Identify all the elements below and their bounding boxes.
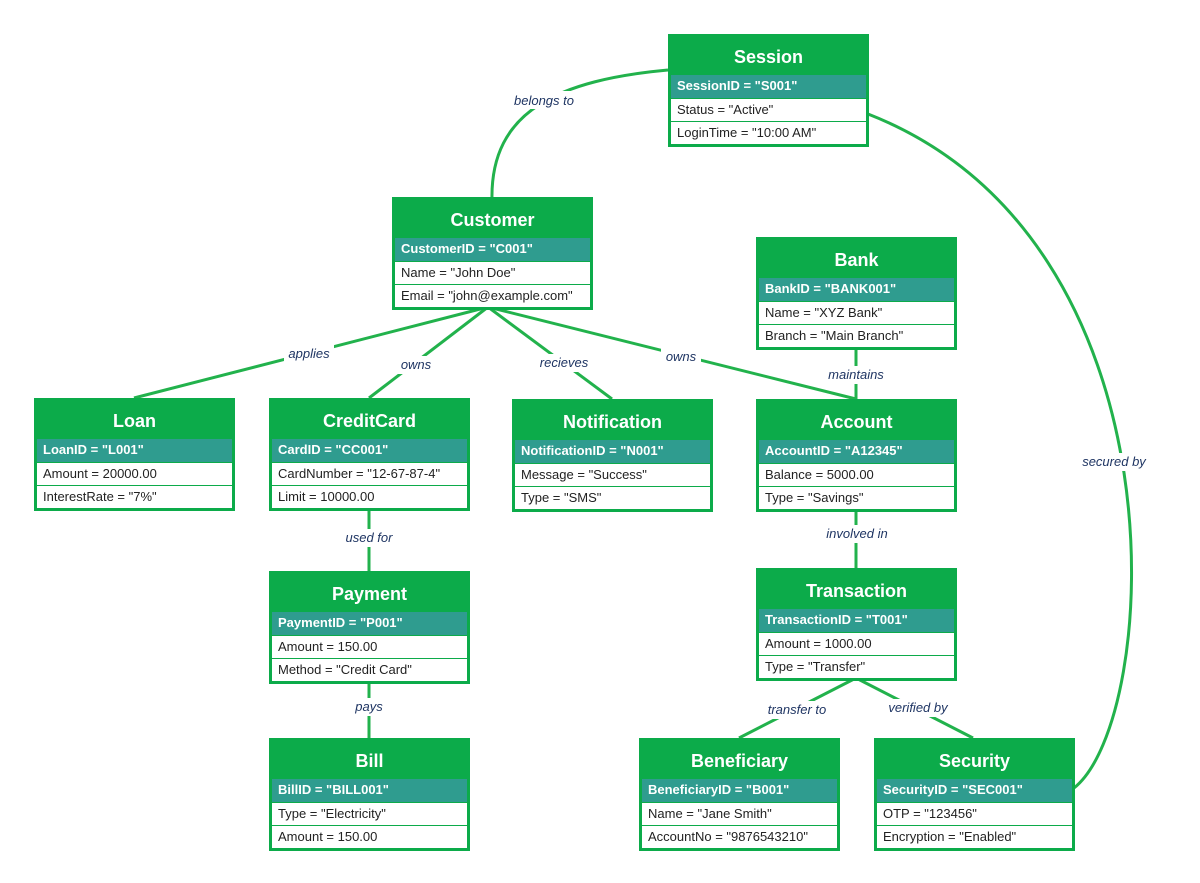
entity-title: Bank: [759, 240, 954, 278]
entity-loan[interactable]: Loan LoanID = "L001" Amount = 20000.00 I…: [34, 398, 235, 511]
attribute-row: Amount = 1000.00: [759, 632, 954, 655]
entity-payment[interactable]: Payment PaymentID = "P001" Amount = 150.…: [269, 571, 470, 684]
svg-text:belongs to: belongs to: [514, 93, 574, 108]
attribute-row: LoginTime = "10:00 AM": [671, 121, 866, 144]
entity-title: Transaction: [759, 571, 954, 609]
edge-label-maintains: maintains: [821, 366, 891, 384]
edge-label-transfer-to: transfer to: [758, 701, 836, 719]
attribute-row: Encryption = "Enabled": [877, 825, 1072, 848]
entity-transaction[interactable]: Transaction TransactionID = "T001" Amoun…: [756, 568, 957, 681]
attribute-row: Method = "Credit Card": [272, 658, 467, 681]
edge-label-secured-by: secured by: [1076, 453, 1152, 471]
edge-label-recieves: recieves: [532, 354, 596, 372]
attribute-row: Type = "Electricity": [272, 802, 467, 825]
entity-beneficiary[interactable]: Beneficiary BeneficiaryID = "B001" Name …: [639, 738, 840, 851]
edge-label-owns-card: owns: [396, 356, 436, 374]
svg-text:maintains: maintains: [828, 367, 884, 382]
attribute-row: Branch = "Main Branch": [759, 324, 954, 347]
attribute-row: AccountNo = "9876543210": [642, 825, 837, 848]
primary-key-row: AccountID = "A12345": [759, 440, 954, 463]
svg-text:owns: owns: [666, 349, 697, 364]
svg-text:owns: owns: [401, 357, 432, 372]
entity-title: Session: [671, 37, 866, 75]
attribute-row: Name = "XYZ Bank": [759, 301, 954, 324]
attribute-row: InterestRate = "7%": [37, 485, 232, 508]
entity-title: Payment: [272, 574, 467, 612]
entity-title: Account: [759, 402, 954, 440]
edge-label-used-for: used for: [340, 529, 398, 547]
primary-key-row: BeneficiaryID = "B001": [642, 779, 837, 802]
attribute-row: Status = "Active": [671, 98, 866, 121]
edge-label-involved-in: involved in: [818, 525, 896, 543]
entity-title: Customer: [395, 200, 590, 238]
edge-label-pays: pays: [350, 698, 388, 716]
attribute-row: Limit = 10000.00: [272, 485, 467, 508]
entity-session[interactable]: Session SessionID = "S001" Status = "Act…: [668, 34, 869, 147]
primary-key-row: BankID = "BANK001": [759, 278, 954, 301]
edge-session-customer: [490, 68, 669, 201]
attribute-row: OTP = "123456": [877, 802, 1072, 825]
attribute-row: Type = "Savings": [759, 486, 954, 509]
entity-title: Beneficiary: [642, 741, 837, 779]
svg-text:used for: used for: [346, 530, 394, 545]
attribute-row: Name = "Jane Smith": [642, 802, 837, 825]
edge-label-owns-account: owns: [661, 348, 701, 366]
primary-key-row: SecurityID = "SEC001": [877, 779, 1072, 802]
entity-customer[interactable]: Customer CustomerID = "C001" Name = "Joh…: [392, 197, 593, 310]
attribute-row: Amount = 150.00: [272, 825, 467, 848]
edge-label-applies: applies: [284, 345, 334, 363]
edge-label-verified-by: verified by: [880, 699, 956, 717]
entity-notification[interactable]: Notification NotificationID = "N001" Mes…: [512, 399, 713, 512]
primary-key-row: CardID = "CC001": [272, 439, 467, 462]
primary-key-row: PaymentID = "P001": [272, 612, 467, 635]
edge-label-belongs-to: belongs to: [508, 91, 580, 109]
svg-text:secured by: secured by: [1082, 454, 1147, 469]
attribute-row: Type = "Transfer": [759, 655, 954, 678]
entity-creditcard[interactable]: CreditCard CardID = "CC001" CardNumber =…: [269, 398, 470, 511]
attribute-row: Type = "SMS": [515, 486, 710, 509]
svg-text:transfer to: transfer to: [768, 702, 827, 717]
entity-title: Notification: [515, 402, 710, 440]
entity-bank[interactable]: Bank BankID = "BANK001" Name = "XYZ Bank…: [756, 237, 957, 350]
svg-text:involved in: involved in: [826, 526, 887, 541]
attribute-row: CardNumber = "12-67-87-4": [272, 462, 467, 485]
primary-key-row: CustomerID = "C001": [395, 238, 590, 261]
primary-key-row: LoanID = "L001": [37, 439, 232, 462]
svg-text:pays: pays: [354, 699, 383, 714]
entity-bill[interactable]: Bill BillID = "BILL001" Type = "Electric…: [269, 738, 470, 851]
entity-title: Loan: [37, 401, 232, 439]
entity-title: Security: [877, 741, 1072, 779]
edge-session-security: [867, 112, 1134, 790]
attribute-row: Amount = 20000.00: [37, 462, 232, 485]
primary-key-row: BillID = "BILL001": [272, 779, 467, 802]
entity-title: Bill: [272, 741, 467, 779]
edge-customer-creditcard: [368, 305, 489, 400]
entity-account[interactable]: Account AccountID = "A12345" Balance = 5…: [756, 399, 957, 512]
svg-text:verified by: verified by: [888, 700, 949, 715]
attribute-row: Name = "John Doe": [395, 261, 590, 284]
attribute-row: Email = "john@example.com": [395, 284, 590, 307]
edge-customer-notification: [487, 305, 613, 401]
primary-key-row: TransactionID = "T001": [759, 609, 954, 632]
attribute-row: Amount = 150.00: [272, 635, 467, 658]
svg-text:recieves: recieves: [540, 355, 589, 370]
attribute-row: Message = "Success": [515, 463, 710, 486]
attribute-row: Balance = 5000.00: [759, 463, 954, 486]
svg-text:applies: applies: [288, 346, 330, 361]
entity-security[interactable]: Security SecurityID = "SEC001" OTP = "12…: [874, 738, 1075, 851]
primary-key-row: SessionID = "S001": [671, 75, 866, 98]
primary-key-row: NotificationID = "N001": [515, 440, 710, 463]
entity-title: CreditCard: [272, 401, 467, 439]
